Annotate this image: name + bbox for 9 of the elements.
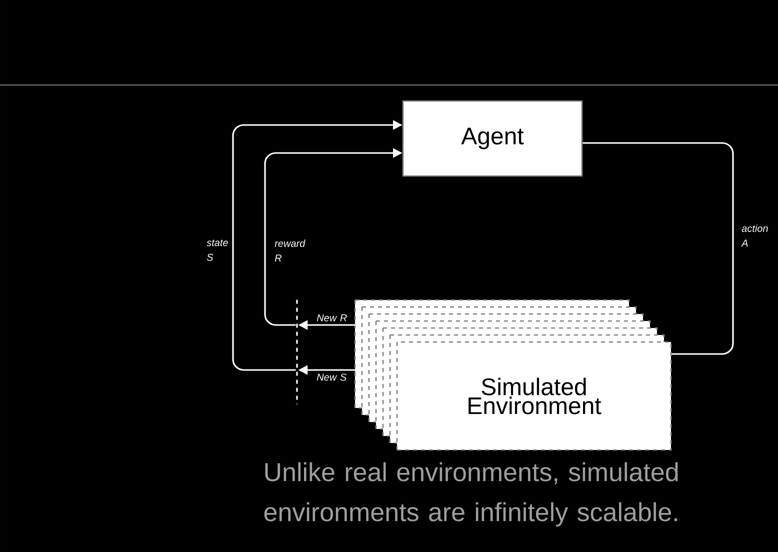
edge-label: reward R (274, 240, 306, 262)
edge-label: state S (206, 240, 228, 261)
edge-label: New S (316, 374, 346, 381)
environment-card: Simulated Environment (396, 341, 672, 451)
edge-label: New R (316, 314, 347, 322)
caption: Unlike real environments, simulated environments are infinitely scalable. (264, 462, 678, 526)
dashed-divider (296, 300, 298, 404)
edge-label: action A (741, 224, 768, 246)
agent-box: Agent (402, 100, 583, 177)
